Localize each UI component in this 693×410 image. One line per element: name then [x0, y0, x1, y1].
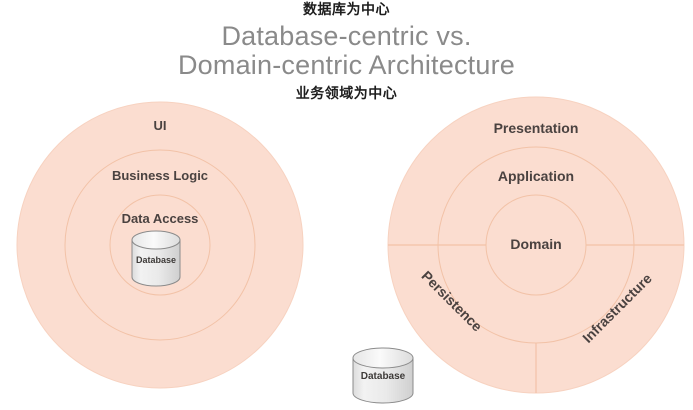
right-ring-domain: [485, 194, 587, 296]
right-diagram-sector-dividers: [388, 244, 684, 393]
left-database-cylinder: [131, 230, 181, 287]
right-diagram-rings: [387, 96, 685, 394]
bottom-database-cylinder: [352, 347, 414, 404]
